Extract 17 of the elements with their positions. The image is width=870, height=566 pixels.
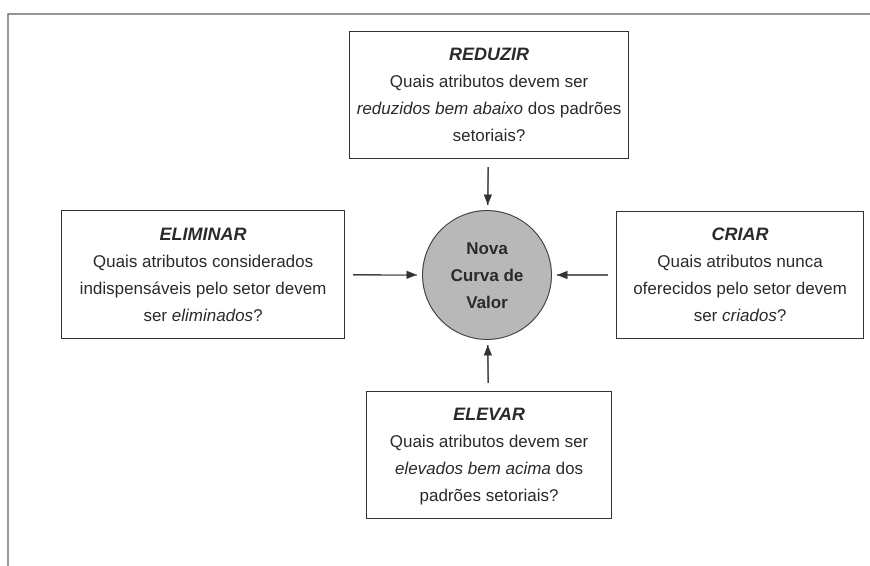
action-heading: REDUZIR (449, 43, 529, 66)
action-box (61, 210, 345, 339)
arrow (484, 344, 492, 383)
arrow (353, 270, 417, 280)
question-text: Quais atributos considerados indispensáveis pelo setor devem ser eliminados? (78, 250, 328, 326)
action-heading: ELIMINAR (160, 222, 246, 246)
center-label: Nova Curva de Valor (450, 238, 524, 314)
arrow (484, 167, 492, 206)
action-box (616, 211, 864, 339)
action-box (349, 31, 629, 159)
question-text: Quais atributos devem ser reduzidos bem abaixo dos padrões setoriais? (356, 71, 622, 147)
arrow (557, 270, 608, 280)
action-box (366, 391, 612, 519)
question-text: Quais atributos nunca oferecidos pelo setor devem ser criados? (632, 251, 848, 327)
action-heading: ELEVAR (453, 403, 525, 426)
action-heading: CRIAR (712, 223, 768, 246)
question-text: Quais atributos devem ser elevados bem acima dos padrões setoriais? (388, 431, 590, 507)
